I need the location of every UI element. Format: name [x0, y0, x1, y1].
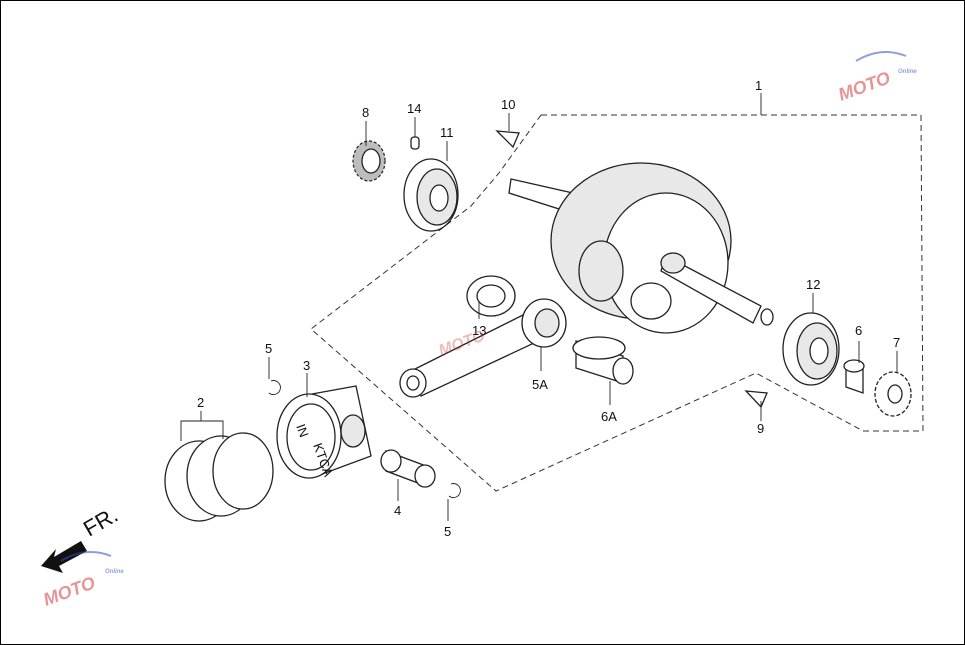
callout-1: 1: [755, 78, 762, 93]
svg-text:Online: Online: [898, 69, 917, 75]
callout-3: 3: [303, 358, 310, 373]
callout-7: 7: [893, 335, 900, 350]
callout-13: 13: [472, 323, 486, 338]
woodruff-key-top: [495, 130, 520, 149]
piston: IN KTCA: [276, 385, 372, 479]
assembly-outline: [310, 114, 924, 492]
callout-4: 4: [394, 503, 401, 518]
timing-gear: [352, 140, 386, 182]
watermark-top-right: MOTO Online: [836, 51, 917, 105]
front-direction-arrow: FR.: [41, 502, 122, 573]
piston-rings: [164, 432, 274, 522]
woodruff-key-bottom: [744, 390, 768, 409]
bearing-left: [403, 158, 459, 232]
leader-lines: [180, 93, 898, 521]
bearing-right: [782, 312, 840, 386]
sprocket: [874, 371, 912, 417]
svg-text:MOTO: MOTO: [836, 68, 893, 105]
callout-6: 6: [855, 323, 862, 338]
circlip-bottom: [448, 483, 461, 498]
callout-8: 8: [362, 105, 369, 120]
front-label: FR.: [79, 502, 122, 541]
bushing: [843, 359, 865, 394]
connecting-rod: [399, 298, 567, 398]
callout-12: 12: [806, 277, 820, 292]
pin: [410, 136, 420, 150]
svg-text:Online: Online: [105, 569, 124, 575]
crankshaft: [508, 162, 774, 334]
callout-9: 9: [757, 421, 764, 436]
piston-pin: [380, 449, 436, 488]
callout-5-top: 5: [265, 341, 272, 356]
crank-pin: [572, 336, 634, 385]
callout-11: 11: [440, 125, 454, 140]
callout-6A: 6A: [601, 409, 617, 424]
callout-2: 2: [197, 395, 204, 410]
callout-14: 14: [407, 101, 421, 116]
piston-intake-mark: IN: [293, 422, 312, 439]
callout-10: 10: [501, 97, 515, 112]
callout-5-bottom: 5: [444, 524, 451, 539]
circlip-top: [268, 380, 281, 395]
needle-bearing: [466, 275, 516, 317]
svg-text:MOTO: MOTO: [41, 573, 98, 610]
callout-5A: 5A: [532, 377, 548, 392]
